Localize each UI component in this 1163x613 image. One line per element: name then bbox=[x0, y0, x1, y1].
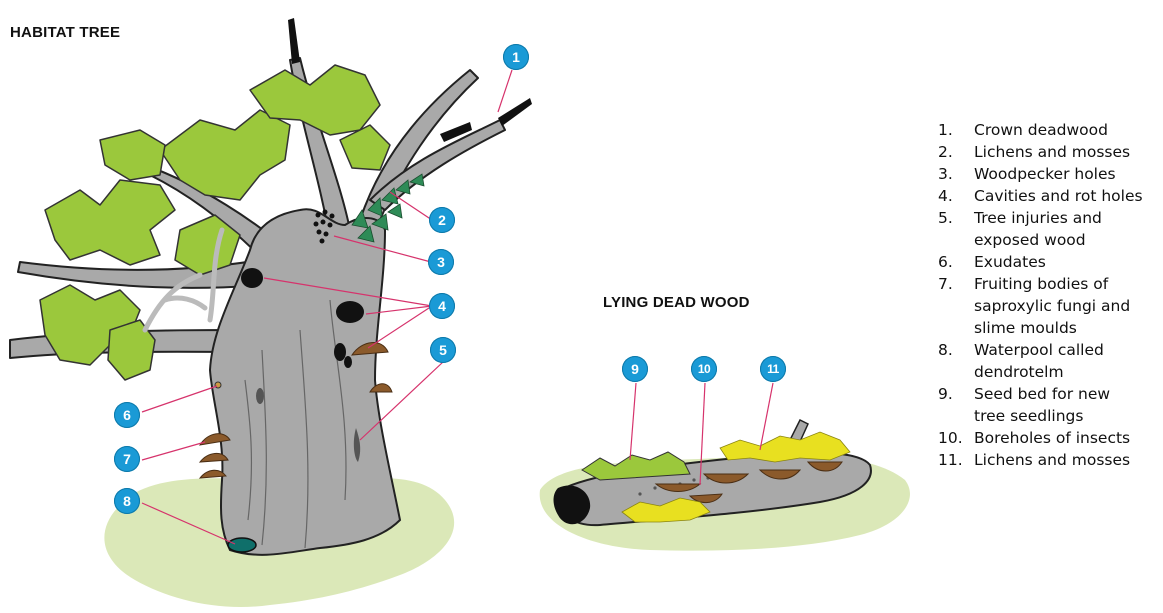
habitat-tree-heading: HABITAT TREE bbox=[10, 24, 120, 41]
badge-6: 6 bbox=[114, 402, 140, 428]
legend-item-text: Waterpool called dendrotelm bbox=[974, 339, 1163, 383]
legend-item: 9.Seed bed for new tree seedlings bbox=[938, 383, 1163, 427]
legend-item-number: 9. bbox=[938, 383, 974, 427]
legend-item: 10.Boreholes of insects bbox=[938, 427, 1163, 449]
legend-item-number: 8. bbox=[938, 339, 974, 383]
legend-item-text: Boreholes of insects bbox=[974, 427, 1163, 449]
legend-item: 5.Tree injuries and exposed wood bbox=[938, 207, 1163, 251]
tree-trunk bbox=[210, 209, 400, 555]
legend-item-text: Lichens and mosses bbox=[974, 141, 1163, 163]
legend-item: 2.Lichens and mosses bbox=[938, 141, 1163, 163]
legend-item-number: 5. bbox=[938, 207, 974, 251]
badge-7: 7 bbox=[114, 446, 140, 472]
badge-4: 4 bbox=[429, 293, 455, 319]
legend-item: 11.Lichens and mosses bbox=[938, 449, 1163, 471]
legend-item-text: Seed bed for new tree seedlings bbox=[974, 383, 1163, 427]
badge-8: 8 bbox=[114, 488, 140, 514]
exudate bbox=[215, 382, 221, 388]
legend-item: 8.Waterpool called dendrotelm bbox=[938, 339, 1163, 383]
badge-5: 5 bbox=[430, 337, 456, 363]
legend-item: 3.Woodpecker holes bbox=[938, 163, 1163, 185]
legend-item-text: Woodpecker holes bbox=[974, 163, 1163, 185]
small-wound bbox=[256, 388, 264, 404]
legend-item: 4.Cavities and rot holes bbox=[938, 185, 1163, 207]
lying-dead-wood-heading: LYING DEAD WOOD bbox=[603, 294, 750, 311]
legend-item-number: 10. bbox=[938, 427, 974, 449]
legend-item: 6.Exudates bbox=[938, 251, 1163, 273]
legend-item-text: Exudates bbox=[974, 251, 1163, 273]
legend-item-number: 7. bbox=[938, 273, 974, 339]
badge-11: 11 bbox=[760, 356, 786, 382]
legend-item-text: Fruiting bodies of saproxylic fungi and … bbox=[974, 273, 1163, 339]
legend-item-number: 6. bbox=[938, 251, 974, 273]
legend-item-number: 1. bbox=[938, 119, 974, 141]
legend-item-number: 3. bbox=[938, 163, 974, 185]
badge-2: 2 bbox=[429, 207, 455, 233]
legend-item-text: Lichens and mosses bbox=[974, 449, 1163, 471]
dendrotelm bbox=[228, 538, 256, 552]
legend-item-number: 2. bbox=[938, 141, 974, 163]
legend-item-number: 11. bbox=[938, 449, 974, 471]
legend-item-text: Crown deadwood bbox=[974, 119, 1163, 141]
legend-item-number: 4. bbox=[938, 185, 974, 207]
badge-3: 3 bbox=[428, 249, 454, 275]
legend-item: 1.Crown deadwood bbox=[938, 119, 1163, 141]
legend-item-text: Cavities and rot holes bbox=[974, 185, 1163, 207]
badge-10: 10 bbox=[691, 356, 717, 382]
badge-1: 1 bbox=[503, 44, 529, 70]
legend-item: 7.Fruiting bodies of saproxylic fungi an… bbox=[938, 273, 1163, 339]
badge-9: 9 bbox=[622, 356, 648, 382]
legend-item-text: Tree injuries and exposed wood bbox=[974, 207, 1163, 251]
